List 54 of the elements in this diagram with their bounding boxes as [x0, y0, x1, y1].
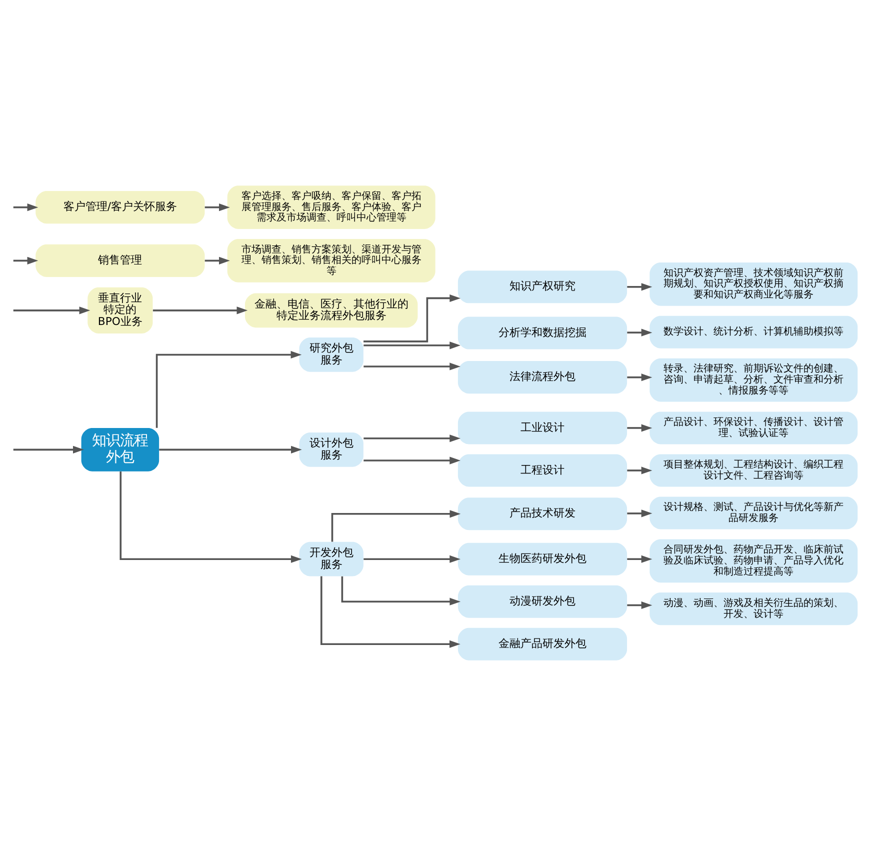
arrow: [364, 434, 460, 442]
arrow: [159, 445, 302, 453]
node-box: 客户管理/客户关怀服务: [36, 190, 205, 224]
arrow: [627, 600, 652, 609]
arrow: [364, 362, 460, 370]
arrow: [13, 306, 90, 314]
node-box: 设计规格、测试、产品设计与优化等新产品研发服务: [650, 496, 858, 529]
node-box: 知识产权研究: [458, 270, 628, 303]
arrow: [364, 341, 460, 349]
arrow: [204, 256, 230, 264]
node-box: 动漫、动画、游戏及相关衍生品的策划、开发、设计等: [650, 592, 858, 625]
node-box: 转录、法律研究、前期诉讼文件的创建、咨询、申请起草、分析、文件审查和分析、情报服务等等: [650, 358, 858, 402]
node-box: 工业设计: [458, 411, 628, 444]
node-box: 项目整体规划、工程结构设计、编织工程设计文件、工程咨询等: [650, 454, 858, 486]
arrow: [320, 576, 460, 648]
arrow: [341, 576, 461, 605]
node-box: 设计外包服务: [299, 432, 364, 466]
arrow: [120, 471, 302, 562]
node-box: 研究外包服务: [299, 337, 364, 372]
arrow: [364, 456, 460, 464]
node-box: 销售管理: [36, 244, 205, 276]
node-box: 分析学和数据挖掘: [458, 316, 628, 349]
node-box: 金融产品研发外包: [458, 627, 628, 660]
node-box: 客户选择、客户吸纳、客户保留、客户拓展管理服务、售后服务、客户体验、客户需求及市场调查、呼叫中心管理等: [227, 185, 436, 229]
node-box: 法律流程外包: [458, 360, 628, 394]
arrow: [627, 373, 652, 381]
node-box: 知识产权资产管理、技术领域知识产权前期规划、知识产权授权使用、知识产权摘要和知识产权商业化等服务: [650, 262, 858, 306]
arrow: [627, 282, 652, 290]
node-box: 产品技术研发: [458, 497, 628, 530]
node-box: 垂直行业特定的BPO业务: [88, 286, 153, 333]
arrow: [156, 350, 302, 428]
arrow: [364, 554, 460, 562]
node-box: 工程设计: [458, 454, 628, 486]
node-box: 金融、电信、医疗、其他行业的特定业务流程外包服务: [244, 292, 418, 328]
node-box: 生物医药研发外包: [458, 542, 628, 575]
arrow: [204, 203, 230, 211]
arrow: [13, 256, 38, 264]
node-box: 市场调查、销售方案策划、渠道开发与管理、销售策划、销售相关的呼叫中心服务等: [227, 238, 436, 282]
arrow: [627, 424, 652, 432]
node-box: 数学设计、统计分析、计算机辅助模拟等: [650, 315, 858, 348]
arrow: [627, 328, 652, 336]
arrow: [331, 510, 461, 542]
arrow: [627, 509, 652, 517]
arrow: [152, 306, 248, 314]
node-box: 产品设计、环保设计、传播设计、设计管理、试验认证等: [650, 411, 858, 444]
arrow: [13, 203, 38, 211]
node-box: 知识流程外包: [81, 427, 160, 471]
arrow: [13, 445, 84, 453]
arrow: [627, 554, 652, 562]
node-box: 动漫研发外包: [458, 584, 628, 618]
node-box: 开发外包服务: [299, 541, 364, 576]
arrow: [364, 294, 461, 342]
node-box: 合同研发外包、药物产品开发、临床前试验及临床试验、药物申请、产品导入优化和制造过程提高等: [650, 538, 858, 582]
arrow: [627, 466, 652, 474]
